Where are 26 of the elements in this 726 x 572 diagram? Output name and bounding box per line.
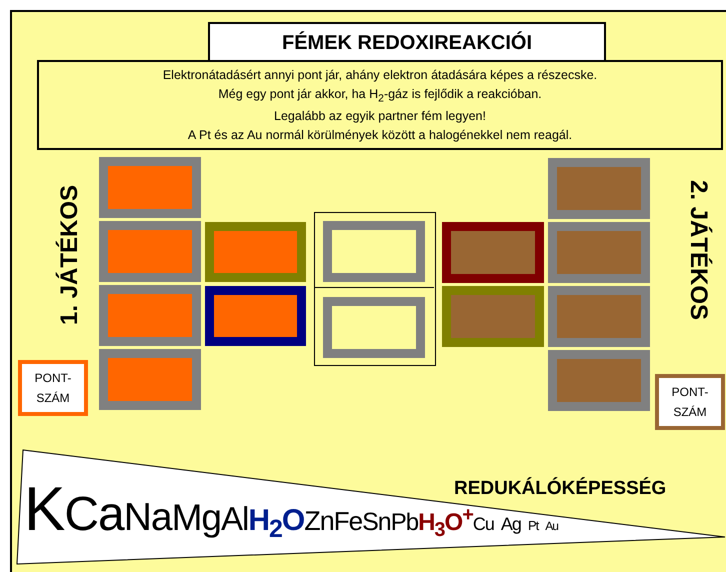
- card-slot: [323, 297, 425, 358]
- player-label: 2. JÁTÉKOS: [684, 180, 712, 320]
- rule-text: Még egy pont jár akkor, ha H$_{2}$-gáz is fejlődik a reakcióban.: [218, 86, 542, 104]
- card-slot: [442, 286, 544, 347]
- card-slot: [99, 285, 201, 346]
- card-slot: [99, 157, 201, 218]
- card-slot: [548, 158, 650, 219]
- card-slot: [99, 349, 201, 410]
- card-slot: [442, 222, 544, 283]
- card-frame: [314, 212, 436, 366]
- card-slot: [548, 222, 650, 283]
- score-field: [655, 374, 725, 430]
- rules-panel: [37, 60, 723, 150]
- player-label: 1. JÁTÉKOS: [56, 184, 84, 326]
- card-slot: [205, 222, 306, 282]
- card-slot: [205, 286, 306, 346]
- rule-text: Legalább az egyik partner fém legyen!: [274, 109, 486, 124]
- card-slot: [323, 221, 425, 282]
- score-field: [18, 360, 88, 416]
- rule-text: A Pt és az Au normál körülmények között a halogénekkel nem reagál.: [188, 128, 572, 142]
- card-slot: [99, 221, 201, 282]
- score-label: PONT-SZÁM: [670, 384, 710, 421]
- score-label: PONT-SZÁM: [34, 370, 72, 407]
- card-slot: [548, 286, 650, 347]
- rule-text: Elektronátadásért annyi pont jár, ahány elektron átadására képes a részecske.: [162, 68, 598, 82]
- card-slot: [548, 350, 650, 411]
